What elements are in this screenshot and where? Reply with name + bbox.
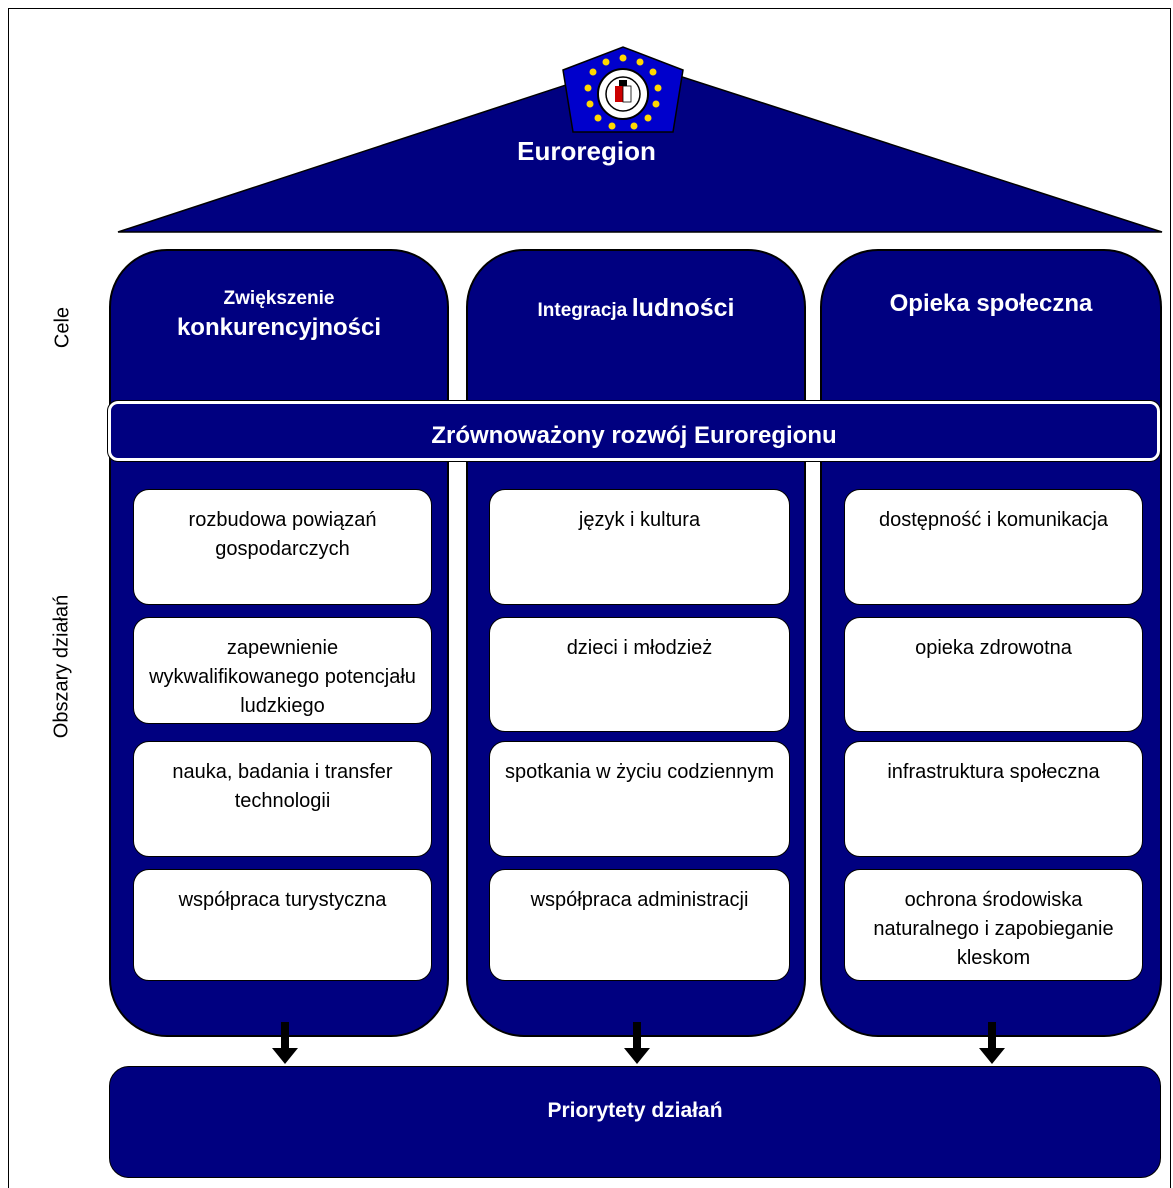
diagram-frame (8, 8, 1171, 1188)
card-everyday-meetings: spotkania w życiu codziennym (489, 741, 790, 857)
pillar-title-integration: Integracja ludności (466, 292, 806, 326)
card-tourism-cooperation: współpraca turystyczna (133, 869, 432, 981)
pillar-title-part2: ludności (631, 294, 735, 322)
card-environment-protection: ochrona środowiska naturalnego i zapobie… (844, 869, 1143, 981)
pillar-title-line2: konkurencyjności (176, 313, 382, 341)
euroregion-emblem-icon (562, 46, 684, 133)
band-label: Zrównoważony rozwój Euroregionu (431, 422, 837, 449)
card-qualified-workforce: zapewnienie wykwalifikowanego potencjału… (133, 617, 432, 724)
pillar-title-line1: Zwiększenie (223, 288, 335, 309)
priorities-box: Priorytety działań (109, 1066, 1161, 1178)
card-administration-cooperation: współpraca administracji (489, 869, 790, 981)
sustainable-development-band: Zrównoważony rozwój Euroregionu (107, 400, 1161, 462)
side-label-areas: Obszary działań (50, 594, 73, 739)
card-science-research: nauka, badania i transfer technologii (133, 741, 432, 857)
side-label-goals: Cele (51, 306, 74, 349)
card-children-youth: dzieci i młodzież (489, 617, 790, 732)
pillar-title-part1: Integracja (537, 300, 628, 321)
card-social-infrastructure: infrastruktura społeczna (844, 741, 1143, 857)
roof (117, 46, 1163, 233)
pillar-title-competitiveness: Zwiększenie konkurencyjności (109, 286, 449, 344)
roof-title: Euroregion (517, 136, 656, 166)
priorities-label: Priorytety działań (547, 1099, 723, 1122)
card-economic-ties: rozbudowa powiązań gospodarczych (133, 489, 432, 605)
pillar-title-social-care: Opieka społeczna (889, 290, 1093, 317)
card-health-care: opieka zdrowotna (844, 617, 1143, 732)
card-language-culture: język i kultura (489, 489, 790, 605)
card-accessibility: dostępność i komunikacja (844, 489, 1143, 605)
